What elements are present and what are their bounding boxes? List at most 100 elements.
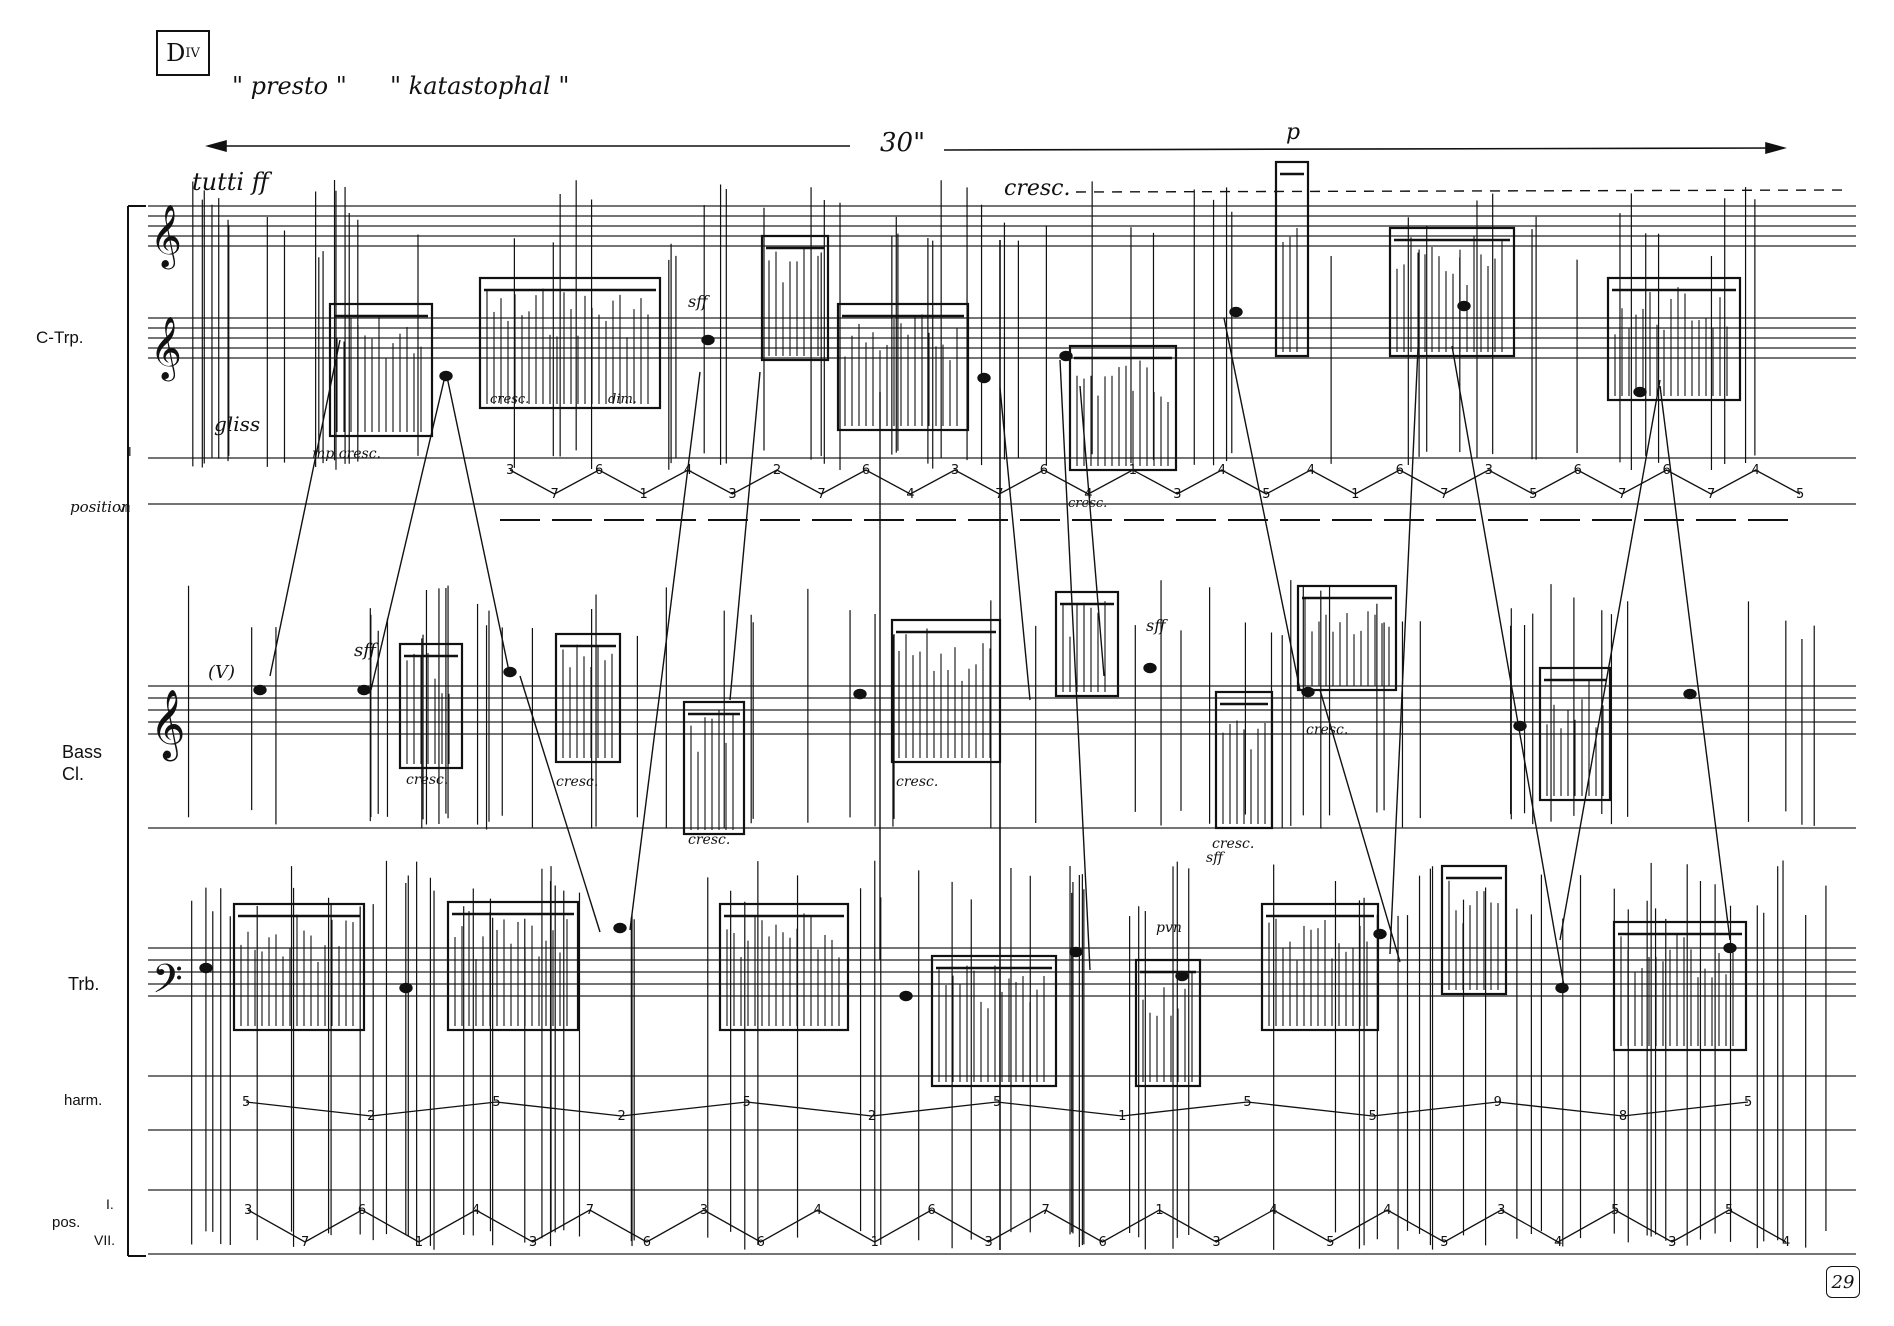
harm-number: 5 xyxy=(1744,1095,1752,1110)
trumpet-position-zigzag xyxy=(509,469,1801,495)
note-head xyxy=(701,334,715,346)
harm-zigzag xyxy=(245,1101,1749,1117)
cluster-box xyxy=(1134,958,1202,1088)
note-head xyxy=(613,922,627,934)
pos-number: 6 xyxy=(1098,1235,1106,1250)
tempo-marking-presto: " presto " xyxy=(232,72,347,100)
trumpet-position-number: 4 xyxy=(1084,487,1092,502)
cluster-box xyxy=(1260,902,1380,1032)
pos-number: 3 xyxy=(1668,1235,1676,1250)
label-position-VII: VII xyxy=(118,504,131,515)
duration-top-dynamic: p xyxy=(1286,120,1301,145)
pos-number: 7 xyxy=(301,1235,309,1250)
pos-number: 5 xyxy=(1725,1203,1733,1218)
pos-number: 3 xyxy=(244,1203,252,1218)
pos-number: 3 xyxy=(700,1203,708,1218)
trumpet-position-number: 4 xyxy=(1307,463,1315,478)
cresc-dashed-line xyxy=(1075,189,1851,193)
cluster-box xyxy=(398,642,464,770)
note-head xyxy=(1555,982,1569,994)
trumpet-position-number: 1 xyxy=(639,487,647,502)
pos-number: 6 xyxy=(643,1235,651,1250)
connecting-line xyxy=(269,339,341,677)
treble-clef-icon: 𝄞 xyxy=(150,204,182,270)
note-head xyxy=(253,684,267,696)
label-position-I: I xyxy=(128,444,132,459)
cresc-bcl-1: cresc. xyxy=(406,772,449,788)
harm-number: 2 xyxy=(868,1109,876,1124)
connecting-line xyxy=(1659,385,1731,941)
trumpet-position-number: 7 xyxy=(1618,487,1626,502)
trumpet-position-number: 5 xyxy=(1529,487,1537,502)
harm-number: 5 xyxy=(1369,1109,1377,1124)
pos-number: 6 xyxy=(757,1235,765,1250)
note-head xyxy=(1723,942,1737,954)
label-bass-clarinet-2: Cl. xyxy=(62,764,84,784)
label-pos-VII: VII. xyxy=(94,1232,116,1248)
pvn-marking: pvn xyxy=(1156,920,1182,936)
note-head xyxy=(1457,300,1471,312)
trumpet-position-number: 6 xyxy=(1040,463,1048,478)
treble-clef-icon: 𝄞 xyxy=(150,316,182,382)
trumpet-position-number: 7 xyxy=(817,487,825,502)
trumpet-position-number: 3 xyxy=(728,487,736,502)
page-number: 29 xyxy=(1826,1266,1860,1298)
section-sub: IV xyxy=(185,45,200,61)
trumpet-position-number: 6 xyxy=(1574,463,1582,478)
note-head xyxy=(977,372,991,384)
gliss-marking: gliss xyxy=(214,412,261,436)
cluster-box xyxy=(478,276,662,410)
note-head xyxy=(357,684,371,696)
section-box: D IV xyxy=(156,30,210,76)
cluster-box xyxy=(1296,584,1398,692)
note-head xyxy=(399,982,413,994)
pos-number: 6 xyxy=(358,1203,366,1218)
harm-number: 5 xyxy=(993,1095,1001,1110)
connecting-line xyxy=(1451,345,1565,987)
cresc-top-marking: cresc. xyxy=(1004,176,1071,201)
cluster-box xyxy=(682,700,746,836)
cluster-box xyxy=(930,954,1058,1088)
sff-marking-4: sff xyxy=(1206,850,1224,866)
connecting-line xyxy=(729,371,761,701)
pos-number: 1 xyxy=(415,1235,423,1250)
cluster-box xyxy=(890,618,1002,764)
trumpet-position-number: 3 xyxy=(1173,487,1181,502)
note-head xyxy=(853,688,867,700)
pos-number: 3 xyxy=(985,1235,993,1250)
harm-number: 8 xyxy=(1619,1109,1627,1124)
trumpet-position-number: 1 xyxy=(1129,463,1137,478)
pos-number: 4 xyxy=(1782,1235,1790,1250)
label-harmonics: harm. xyxy=(64,1092,103,1109)
note-head xyxy=(1175,970,1189,982)
connecting-line xyxy=(1223,317,1301,691)
cluster-box xyxy=(1606,276,1742,402)
trumpet-position-number: 7 xyxy=(995,487,1003,502)
trumpet-position-number: 2 xyxy=(773,463,781,478)
duration-label: 30" xyxy=(880,128,926,158)
pos-number: 5 xyxy=(1440,1235,1448,1250)
cluster-box xyxy=(1054,590,1120,698)
trumpet-position-number: 4 xyxy=(1218,463,1226,478)
pos-number: 5 xyxy=(1611,1203,1619,1218)
harm-number: 5 xyxy=(242,1095,250,1110)
cresc-bcl-4: cresc. xyxy=(896,774,939,790)
label-position: position xyxy=(70,498,131,516)
cluster-box xyxy=(1388,226,1516,358)
trumpet-position-number: 3 xyxy=(506,463,514,478)
trumpet-position-number: 6 xyxy=(1663,463,1671,478)
harm-number: 2 xyxy=(618,1109,626,1124)
sff-marking-2: sff xyxy=(688,292,708,311)
note-head xyxy=(1301,686,1315,698)
pos-number: 7 xyxy=(586,1203,594,1218)
trumpet-position-number: 5 xyxy=(1796,487,1804,502)
cluster-box xyxy=(1440,864,1508,996)
pos-number: 1 xyxy=(871,1235,879,1250)
cluster-box xyxy=(1538,666,1612,802)
note-head xyxy=(1513,720,1527,732)
trumpet-position-number: 5 xyxy=(1262,487,1270,502)
connecting-line xyxy=(999,387,1031,701)
connecting-line xyxy=(629,371,701,931)
trumpet-position-number: 7 xyxy=(550,487,558,502)
connecting-line xyxy=(1079,385,1105,677)
